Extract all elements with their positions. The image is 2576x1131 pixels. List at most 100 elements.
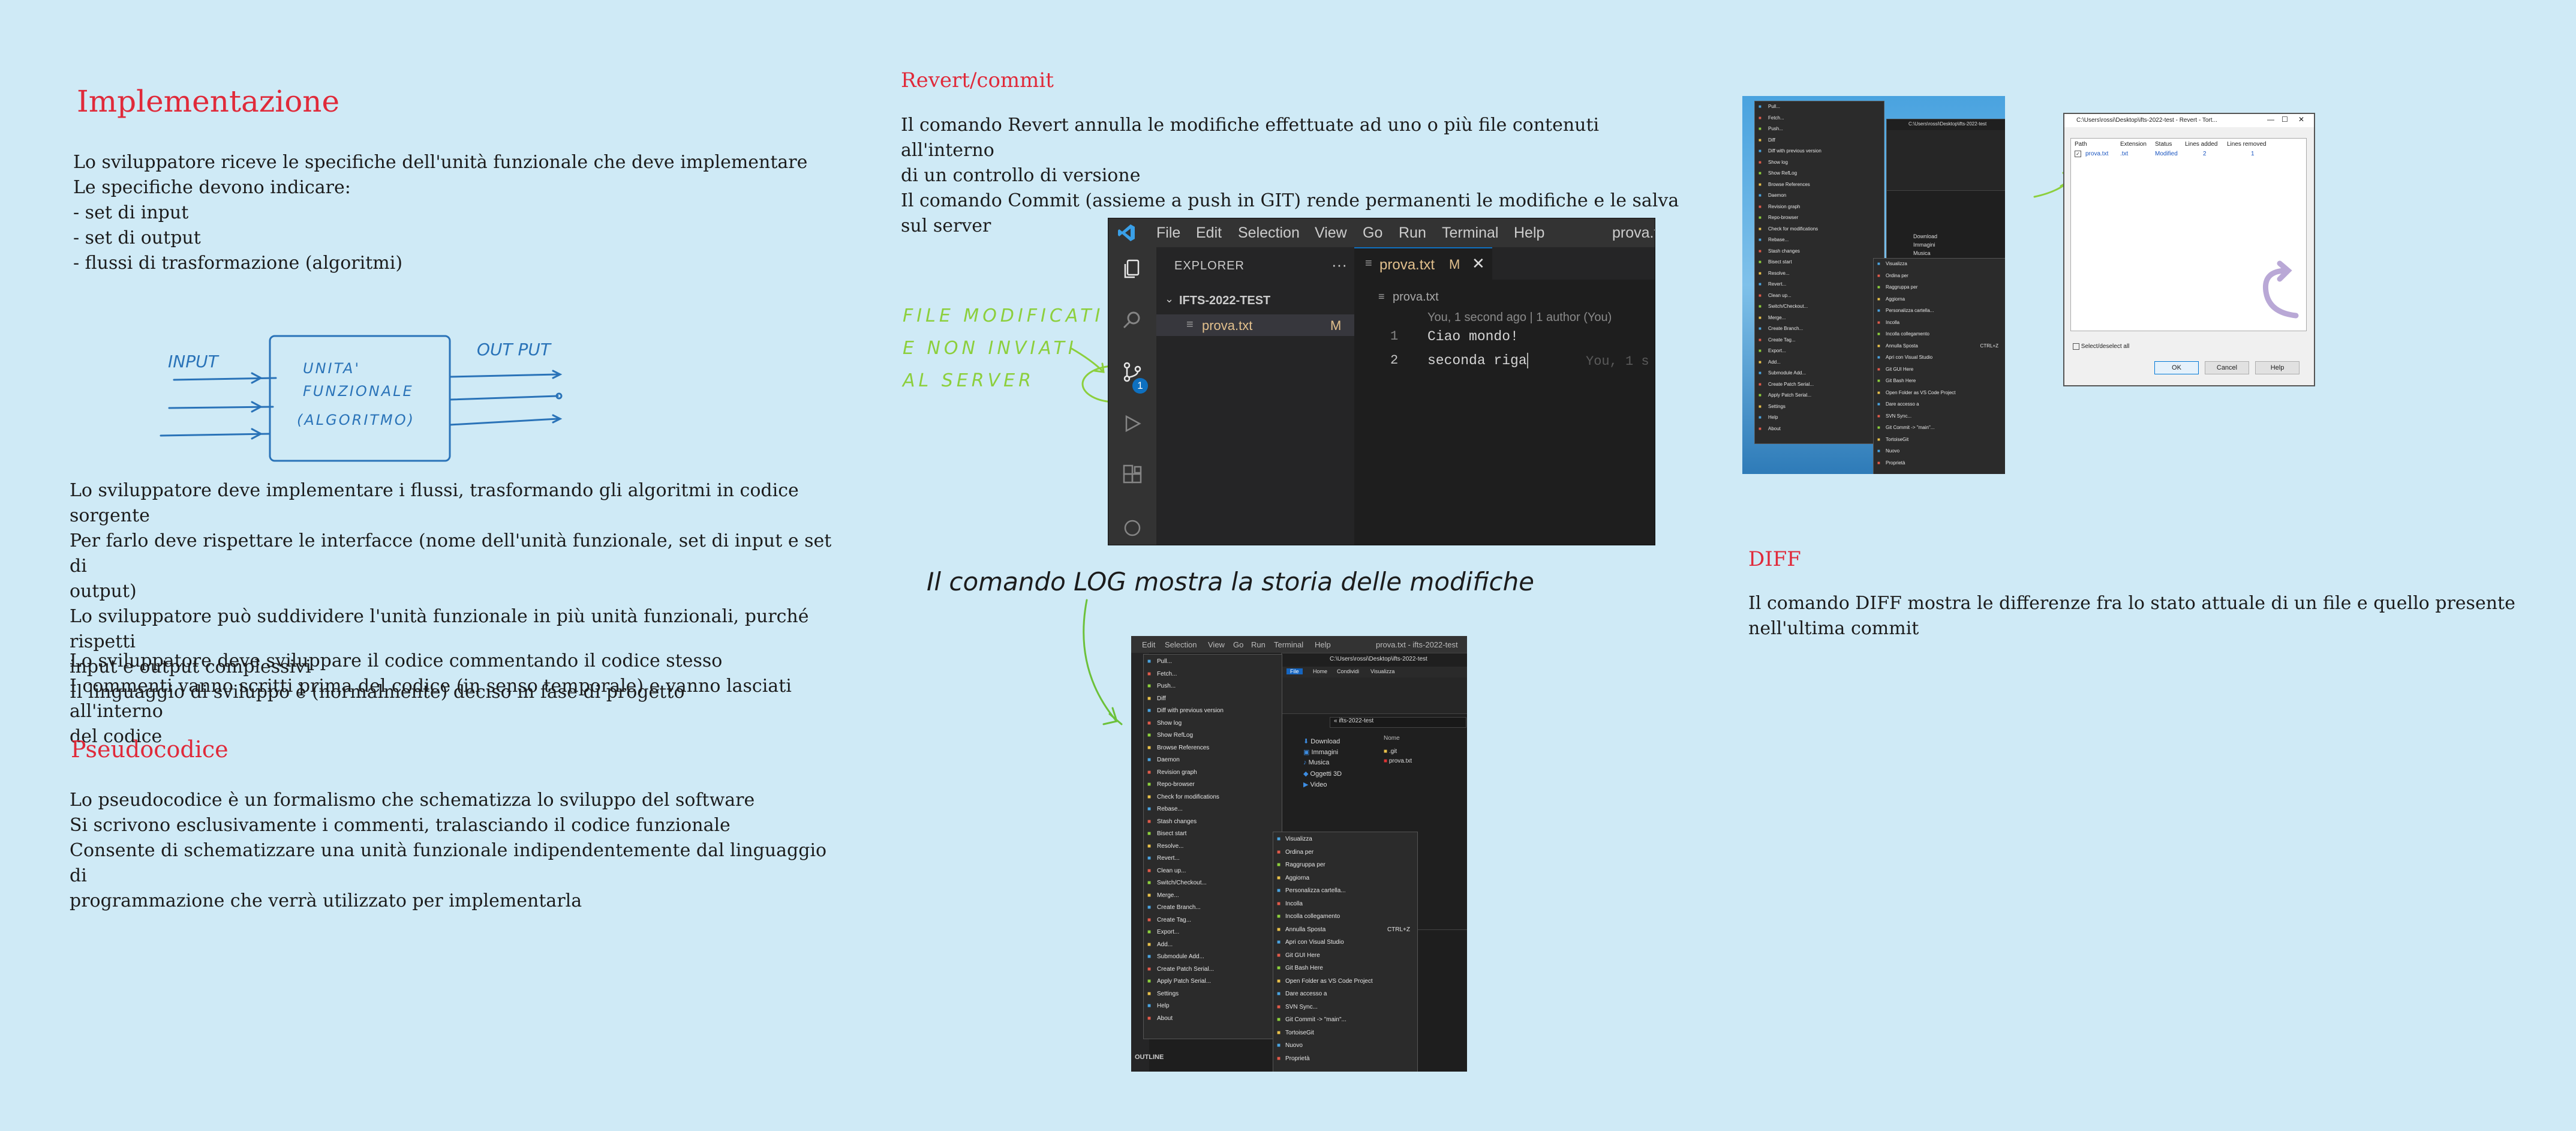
revert-tortoisegit-menu-item[interactable]: Stash changes (1768, 248, 1800, 254)
revert-tortoisegit-menu-item[interactable]: Create Tag... (1768, 337, 1796, 343)
vscode-menu-run[interactable]: Run (1399, 224, 1426, 241)
tortoisegit-menu-item[interactable]: Revert... (1157, 855, 1180, 862)
nav-item-musica[interactable]: ♪ Musica (1303, 759, 1330, 766)
small-menu-view[interactable]: View (1208, 640, 1225, 649)
tortoisegit-menu-item[interactable]: Apply Patch Serial... (1157, 978, 1212, 985)
explorer-menu-item[interactable]: Annulla Sposta (1285, 926, 1326, 933)
run-debug-icon[interactable] (1122, 413, 1143, 434)
revert-tortoisegit-menu-item[interactable]: Merge... (1768, 314, 1786, 320)
revert-tortoisegit-menu-item[interactable]: Help (1768, 415, 1778, 420)
small-explorer-address[interactable]: « ifts-2022-test (1330, 717, 1466, 728)
small-menu-go[interactable]: Go (1233, 640, 1244, 649)
vscode-menu-selection[interactable]: Selection (1238, 224, 1300, 241)
explorer-menu-item[interactable]: Ordina per (1285, 848, 1314, 856)
editor-breadcrumb[interactable]: prova.txt (1393, 290, 1439, 304)
tortoisegit-menu-item[interactable]: Diff (1157, 695, 1166, 702)
explorer-menu-item[interactable]: Raggruppa per (1285, 862, 1325, 868)
dialog-close-icon[interactable]: ✕ (2298, 115, 2305, 124)
explorer-menu-item[interactable]: Git GUI Here (1285, 952, 1320, 959)
revert-explorer-menu-item[interactable]: Proprietà (1886, 460, 1905, 466)
explorer-tab-home[interactable]: Home (1313, 668, 1328, 674)
explorer-menu-item[interactable]: TortoiseGit (1285, 1029, 1314, 1036)
row-checkbox[interactable]: ✓ (2075, 151, 2081, 157)
cancel-button[interactable]: Cancel (2205, 361, 2249, 374)
revert-tortoisegit-menu-item[interactable]: Export... (1768, 348, 1786, 353)
vscode-logo-icon[interactable] (1117, 223, 1136, 247)
source-control-icon[interactable] (1122, 361, 1143, 383)
search-icon[interactable] (1122, 310, 1143, 331)
vscode-menu-edit[interactable]: Edit (1196, 224, 1222, 241)
revert-explorer-menu-item[interactable]: Personalizza cartella... (1886, 308, 1934, 313)
explorer-menu-item[interactable]: Apri con Visual Studio (1285, 939, 1344, 946)
revert-explorer-menu-item[interactable]: Aggiorna (1886, 296, 1905, 302)
small-menu-help[interactable]: Help (1315, 640, 1331, 649)
explorer-tab-share[interactable]: Condividi (1337, 668, 1360, 674)
revert-tortoisegit-menu-item[interactable]: Resolve... (1768, 270, 1790, 276)
explorer-menu-item[interactable]: Visualizza (1285, 836, 1312, 842)
tortoisegit-menu-item[interactable]: Bisect start (1157, 830, 1187, 837)
col-lines-removed[interactable]: Lines removed (2227, 141, 2267, 148)
revert-explorer-menu-item[interactable]: Incolla (1886, 319, 1900, 325)
col-path[interactable]: Path (2075, 141, 2087, 148)
revert-tortoisegit-menu-item[interactable]: Revert... (1768, 281, 1787, 287)
small-menu-run[interactable]: Run (1251, 640, 1266, 649)
revert-tortoisegit-menu-item[interactable]: Create Branch... (1768, 326, 1803, 331)
revert-nav-download[interactable]: Download (1913, 233, 1938, 239)
revert-explorer-menu-item[interactable]: Apri con Visual Studio (1886, 355, 1933, 360)
tortoisegit-menu-item[interactable]: Pull... (1157, 658, 1173, 665)
tortoisegit-menu-item[interactable]: About (1157, 1015, 1173, 1022)
small-menu-edit[interactable]: Edit (1142, 640, 1156, 649)
revert-nav-musica[interactable]: Musica (1913, 250, 1931, 256)
vscode-menu-go[interactable]: Go (1363, 224, 1383, 241)
revert-tortoisegit-menu-item[interactable]: Rebase... (1768, 237, 1789, 242)
tortoisegit-menu-item[interactable]: Stash changes (1157, 818, 1197, 825)
tortoisegit-menu-item[interactable]: Daemon (1157, 757, 1180, 763)
tortoisegit-menu-item[interactable]: Check for modifications (1157, 793, 1219, 800)
revert-tortoisegit-menu-item[interactable]: Revision graph (1768, 203, 1801, 209)
tortoisegit-menu-item[interactable]: Revision graph (1157, 769, 1197, 776)
nav-item-video[interactable]: ▶ Video (1303, 781, 1327, 788)
explorer-files-icon[interactable] (1122, 258, 1143, 280)
revert-tortoisegit-menu-item[interactable]: Clean up... (1768, 292, 1792, 298)
revert-tortoisegit-menu-item[interactable]: Settings (1768, 403, 1786, 409)
explorer-menu-item[interactable]: Incolla collegamento (1285, 913, 1340, 920)
revert-tortoisegit-menu-item[interactable]: Submodule Add... (1768, 370, 1806, 376)
tortoisegit-menu-item[interactable]: Push... (1157, 683, 1176, 689)
revert-tortoisegit-menu-item[interactable]: About (1768, 425, 1781, 431)
revert-tortoisegit-menu-item[interactable]: Bisect start (1768, 259, 1792, 265)
tab-close-icon[interactable]: ✕ (1472, 254, 1485, 272)
select-all-box[interactable] (2073, 343, 2079, 350)
explorer-file-row[interactable]: ≡ prova.txt M (1156, 314, 1354, 336)
tortoisegit-menu-item[interactable]: Create Branch... (1157, 904, 1201, 911)
explorer-menu-item[interactable]: Dare accesso a (1285, 991, 1327, 997)
small-menu-terminal[interactable]: Terminal (1274, 640, 1304, 649)
revert-explorer-menu-item[interactable]: Raggruppa per (1886, 284, 1918, 290)
vscode-menu-view[interactable]: View (1315, 224, 1347, 241)
explorer-folder-name[interactable]: IFTS-2022-TEST (1179, 294, 1271, 307)
revert-tortoisegit-menu-item[interactable]: Diff with previous version (1768, 148, 1821, 154)
codelens-blame[interactable]: You, 1 second ago | 1 author (You) (1427, 311, 1612, 324)
tortoisegit-menu-item[interactable]: Export... (1157, 929, 1180, 935)
revert-explorer-menu-item[interactable]: SVN Sync... (1886, 413, 1912, 419)
explorer-menu-item[interactable]: Nuovo (1285, 1042, 1303, 1049)
col-status[interactable]: Status (2155, 141, 2172, 148)
explorer-menu-item[interactable]: Git Commit -> "main"... (1285, 1016, 1346, 1023)
explorer-tab-file[interactable]: File (1287, 668, 1303, 674)
revert-tortoisegit-menu-item[interactable]: Repo-browser (1768, 215, 1799, 220)
table-row[interactable]: ✓ prova.txt .txt Modified 2 1 (2071, 149, 2306, 159)
code-line-2[interactable]: seconda riga (1427, 353, 1528, 368)
revert-tortoisegit-menu-item[interactable]: Show RefLog (1768, 170, 1798, 176)
tortoisegit-menu-item[interactable]: Clean up... (1157, 867, 1186, 874)
revert-tortoisegit-menu-item[interactable]: Pull... (1768, 104, 1781, 109)
select-all-checkbox[interactable]: Select/deselect all (2073, 343, 2129, 350)
help-button[interactable]: Help (2255, 361, 2300, 374)
remote-icon[interactable] (1122, 517, 1143, 539)
tortoisegit-menu-item[interactable]: Fetch... (1157, 670, 1177, 677)
revert-tortoisegit-menu-item[interactable]: Diff (1768, 137, 1775, 143)
dialog-minimize-icon[interactable]: — (2267, 115, 2274, 124)
revert-explorer-menu-item[interactable]: Nuovo (1886, 448, 1900, 454)
explorer-menu-item[interactable]: Proprietà (1285, 1055, 1310, 1062)
revert-tortoisegit-menu-item[interactable]: Check for modifications (1768, 226, 1818, 232)
tortoisegit-menu-item[interactable]: Resolve... (1157, 842, 1184, 850)
revert-nav-immagini[interactable]: Immagini (1913, 242, 1935, 248)
